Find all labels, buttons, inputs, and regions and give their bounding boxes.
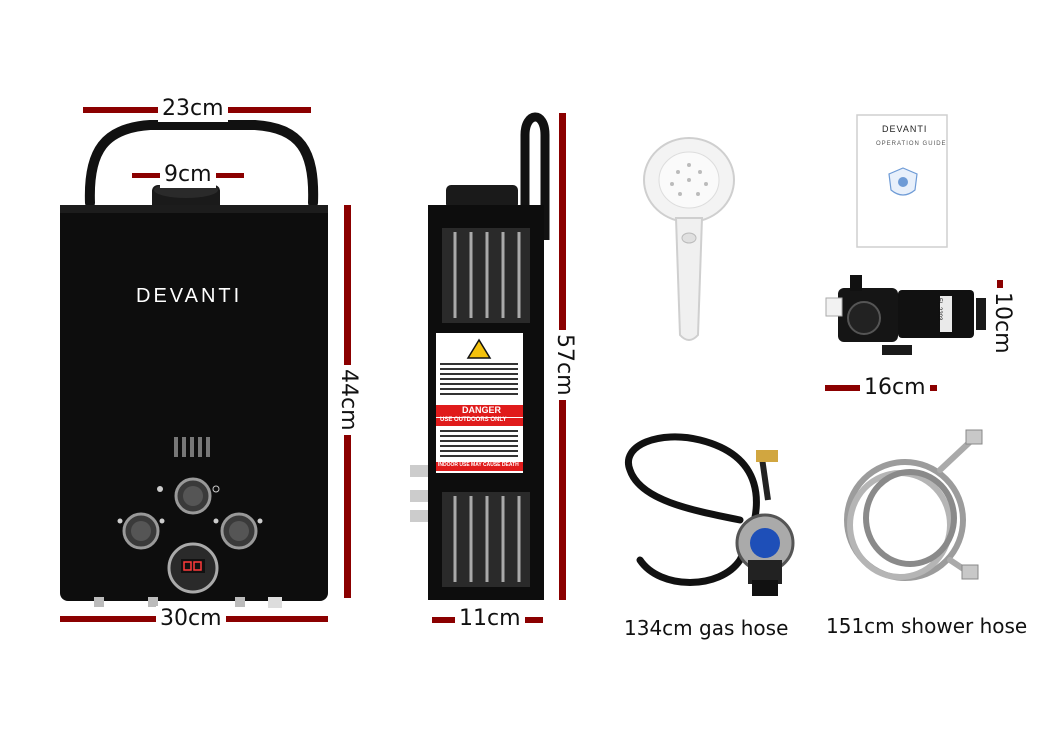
side-chimney <box>446 185 518 209</box>
handle <box>84 120 319 208</box>
dim-depth: 11cm <box>455 606 525 632</box>
hose-fitting-top <box>965 429 983 445</box>
pump-model: FL-2203 <box>936 298 942 321</box>
dim-width-bottom: 30cm <box>156 606 226 632</box>
dim-chimney: 9cm <box>160 162 216 188</box>
dim-height-front: 44cm <box>333 365 363 435</box>
guide-brand: DEVANTI <box>882 124 928 134</box>
hose-fitting-bottom <box>961 564 979 580</box>
dim-width-top: 23cm <box>158 96 228 122</box>
outdoors-text: USE OUTDOORS ONLY <box>440 417 507 423</box>
side-heater <box>410 112 550 600</box>
water-pump <box>825 275 986 355</box>
dim-pump-width: 16cm <box>860 375 930 401</box>
indoor-text: INDOOR USE MAY CAUSE DEATH <box>438 462 519 468</box>
heater-body <box>60 205 328 601</box>
shower-head <box>643 137 735 341</box>
caption-shower-hose: 151cm shower hose <box>826 614 1028 638</box>
front-heater <box>60 120 328 608</box>
danger-banner <box>436 405 523 417</box>
danger-text: DANGER <box>462 405 502 415</box>
guide-title: OPERATION GUIDE <box>876 141 947 147</box>
gas-hose <box>625 433 795 596</box>
dim-height-side: 57cm <box>549 330 579 400</box>
front-vents <box>174 437 210 457</box>
front-brand-logo: DEVANTI <box>136 285 243 307</box>
side-handle <box>520 112 550 240</box>
operation-guide <box>856 114 948 248</box>
caption-gas-hose: 134cm gas hose <box>624 616 789 640</box>
dim-pump-height: 10cm <box>987 288 1017 358</box>
shower-hose <box>844 437 975 581</box>
